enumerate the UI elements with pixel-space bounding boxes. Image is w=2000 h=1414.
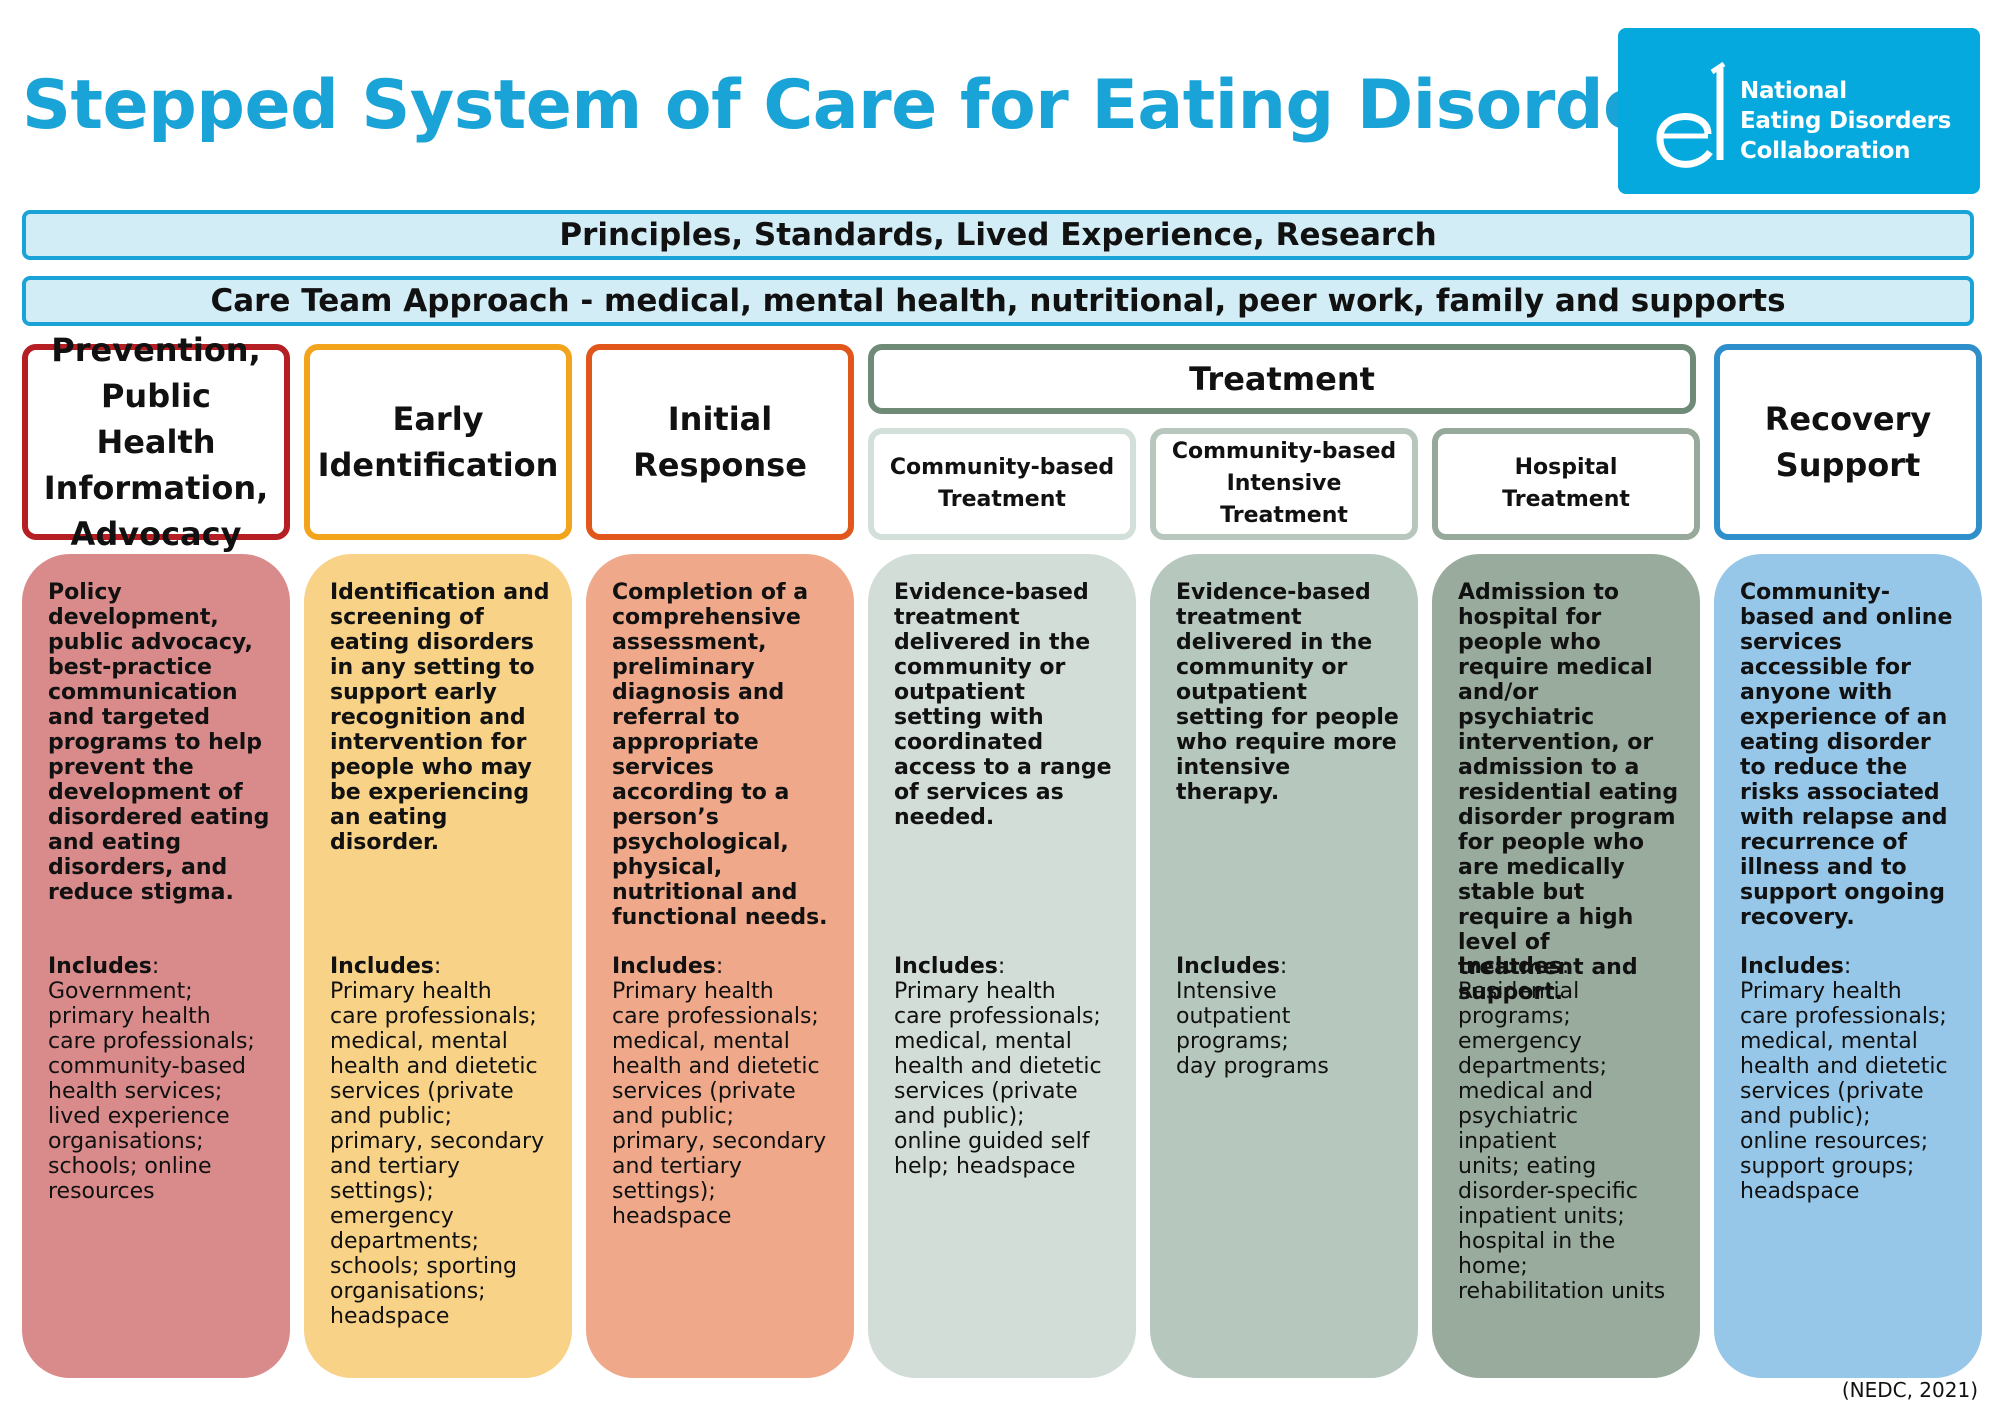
includes-heading: Includes: bbox=[1458, 954, 1570, 979]
nedc-logo-mark-icon bbox=[1656, 61, 1726, 168]
header-prevention: Prevention, Public Health Information, A… bbox=[22, 331, 290, 553]
includes-list: Government; primary health care professi… bbox=[48, 979, 255, 1204]
page-title: Stepped System of Care for Eating Disord… bbox=[22, 66, 1722, 145]
header-early-identification: Early Identification bbox=[304, 344, 572, 540]
includes-list: Intensive outpatient programs; day progr… bbox=[1176, 979, 1329, 1079]
care-team-banner: Care Team Approach - medical, mental hea… bbox=[22, 276, 1974, 326]
card-description: Evidence-based treatment delivered in th… bbox=[1176, 580, 1399, 805]
logo-wordmark: National Eating Disorders Collaboration bbox=[1740, 76, 1951, 166]
card-description: Community-based and online services acce… bbox=[1740, 580, 1953, 930]
header-initial-response: Initial Response bbox=[586, 344, 854, 540]
card-early-identification: Identification and screening of eating d… bbox=[304, 554, 572, 1378]
includes-heading: Includes: bbox=[612, 954, 724, 979]
card-recovery-support: Community-based and online services acce… bbox=[1714, 554, 1982, 1378]
header-community-treatment: Community-based Treatment bbox=[868, 428, 1136, 540]
header-treatment: Treatment bbox=[868, 344, 1696, 414]
source-citation: (NEDC, 2021) bbox=[1841, 1378, 1978, 1402]
includes-list: Primary health care professionals; medic… bbox=[1740, 979, 1948, 1204]
card-initial-response: Completion of a comprehensive assessment… bbox=[586, 554, 854, 1378]
includes-list: Primary health care professionals; medic… bbox=[612, 979, 827, 1229]
includes-heading: Includes: bbox=[1176, 954, 1288, 979]
logo-line-2: Eating Disorders bbox=[1740, 108, 1952, 134]
header-recovery-support: Recovery Support bbox=[1714, 344, 1982, 540]
header-intensive-treatment: Community-based Intensive Treatment bbox=[1150, 428, 1418, 540]
includes-list: Primary health care professionals; medic… bbox=[330, 979, 545, 1329]
nedc-logo: National Eating Disorders Collaboration bbox=[1618, 28, 1980, 194]
card-description: Policy development, public advocacy, bes… bbox=[48, 580, 270, 905]
card-intensive-treatment: Evidence-based treatment delivered in th… bbox=[1150, 554, 1418, 1378]
header-hospital-treatment: Hospital Treatment bbox=[1432, 428, 1700, 540]
includes-heading: Includes: bbox=[48, 954, 160, 979]
includes-heading: Includes: bbox=[1740, 954, 1852, 979]
includes-heading: Includes: bbox=[894, 954, 1006, 979]
card-hospital-treatment: Admission to hospital for people who req… bbox=[1432, 554, 1700, 1378]
card-description: Identification and screening of eating d… bbox=[330, 580, 550, 855]
principles-banner: Principles, Standards, Lived Experience,… bbox=[22, 210, 1974, 260]
card-description: Evidence-based treatment delivered in th… bbox=[894, 580, 1112, 830]
card-community-treatment: Evidence-based treatment delivered in th… bbox=[868, 554, 1136, 1378]
logo-line-1: National bbox=[1740, 78, 1847, 104]
includes-list: Primary health care professionals; medic… bbox=[894, 979, 1102, 1179]
includes-heading: Includes: bbox=[330, 954, 442, 979]
card-description: Admission to hospital for people who req… bbox=[1458, 580, 1679, 1005]
card-description: Completion of a comprehensive assessment… bbox=[612, 580, 828, 930]
logo-line-3: Collaboration bbox=[1740, 138, 1911, 164]
card-prevention: Policy development, public advocacy, bes… bbox=[22, 554, 290, 1378]
includes-list: Residential programs; emergency departme… bbox=[1458, 979, 1666, 1304]
